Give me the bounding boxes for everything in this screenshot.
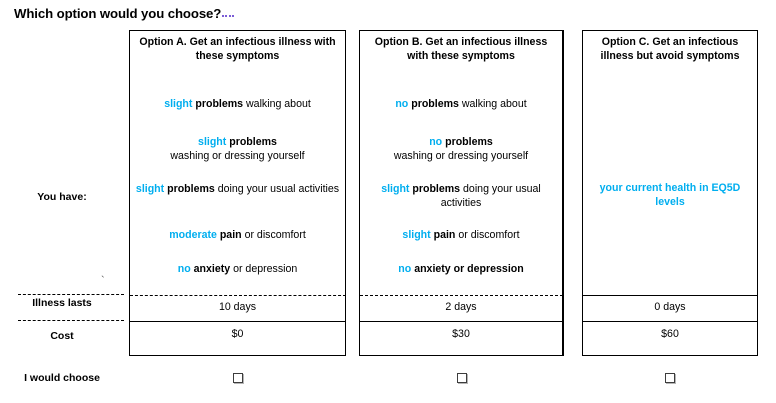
option-b-cost-divider (359, 321, 563, 322)
symptom-line: slight problems walking about (135, 97, 340, 111)
symptom-text: washing or dressing yourself (170, 150, 305, 163)
symptom-text: problems (226, 136, 277, 148)
symptom-line: slight problems doing your usual activit… (135, 182, 340, 196)
choose-checkbox-option-a[interactable] (233, 373, 243, 383)
option-a-duration-divider (129, 295, 346, 296)
spellcheck-dotted-underline-icon (221, 6, 235, 18)
symptom-level: no (395, 98, 409, 110)
symptom-text: or depression (230, 263, 298, 275)
symptom-level: slight (198, 136, 227, 148)
option-a-cost: $0 (231, 328, 244, 340)
symptom-line: no anxiety or depression (135, 262, 340, 276)
symptom-text: problems (409, 183, 461, 195)
symptom-line: slight problems washing or dressing yours… (135, 135, 340, 163)
choose-checkbox-option-c[interactable] (665, 373, 675, 383)
symptom-level: moderate (169, 229, 217, 241)
option-card-b[interactable]: Option B. Get an infectious illness with… (359, 30, 564, 356)
option-card-c[interactable]: Option C. Get an infectious illness but … (582, 30, 758, 356)
page-title-text: Which option would you choose? (14, 6, 222, 21)
label-divider-bottom (18, 320, 124, 321)
symptom-text: pain (216, 229, 242, 241)
option-b-duration-divider (359, 295, 563, 296)
symptom-line: no anxiety or depression (365, 262, 557, 276)
symptom-text: or discomfort (455, 229, 520, 241)
symptom-text: walking about (458, 98, 527, 110)
row-label-cost: Cost (50, 330, 74, 342)
symptom-line: no problems washing or dressing yourself (365, 135, 557, 163)
option-c-header: Option C. Get an infectious illness but … (600, 36, 740, 62)
symptom-text: anxiety or depression (411, 263, 524, 275)
option-c-cost-divider (582, 321, 758, 322)
page-title: Which option would you choose? (14, 6, 235, 21)
option-a-header: Option A. Get an infectious illness with… (139, 36, 336, 62)
row-label-you-have: You have: (37, 191, 87, 203)
option-b-cost: $30 (452, 328, 470, 340)
stray-apostrophe-mark: ` (101, 275, 105, 287)
row-label-illness-lasts: Illness lasts (32, 297, 92, 309)
option-c-cost: $60 (661, 328, 679, 340)
symptom-level: slight (381, 183, 410, 195)
symptom-text: problems (408, 98, 459, 110)
option-c-duration: 0 days (654, 301, 686, 313)
symptom-text: problems (442, 136, 493, 148)
symptom-text: walking about (243, 98, 311, 110)
symptom-level: no (429, 136, 443, 148)
option-c-duration-divider (582, 295, 758, 296)
option-c-blurb: your current health in EQ5D levels (599, 182, 741, 209)
row-label-i-would-choose: I would choose (24, 372, 100, 384)
symptom-text: or discomfort (241, 229, 306, 241)
symptom-level: slight (135, 183, 165, 195)
symptom-level: no (177, 263, 191, 275)
symptom-level: no (398, 263, 412, 275)
symptom-text: washing or dressing yourself (393, 150, 529, 163)
option-b-duration: 2 days (445, 301, 477, 313)
symptom-text: doing your usual activities (440, 183, 541, 210)
symptom-level: slight (402, 229, 431, 241)
option-a-cost-divider (129, 321, 346, 322)
option-a-duration: 10 days (218, 301, 257, 313)
symptom-text: doing your usual activities (214, 183, 340, 195)
label-divider-top (18, 294, 124, 295)
symptom-line: no problems walking about (365, 97, 557, 111)
symptom-text: problems (192, 98, 244, 110)
symptom-line: slight pain or discomfort (365, 228, 557, 242)
choose-checkbox-option-b[interactable] (457, 373, 467, 383)
symptom-text: pain (430, 229, 456, 241)
symptom-level: slight (164, 98, 193, 110)
option-card-a[interactable]: Option A. Get an infectious illness with… (129, 30, 346, 356)
symptom-text: anxiety (190, 263, 231, 275)
option-b-header: Option B. Get an infectious illness with… (374, 36, 548, 62)
symptom-text: problems (164, 183, 215, 195)
symptom-line: slight problems doing your usual activit… (365, 182, 557, 210)
symptom-line: moderate pain or discomfort (135, 228, 340, 242)
